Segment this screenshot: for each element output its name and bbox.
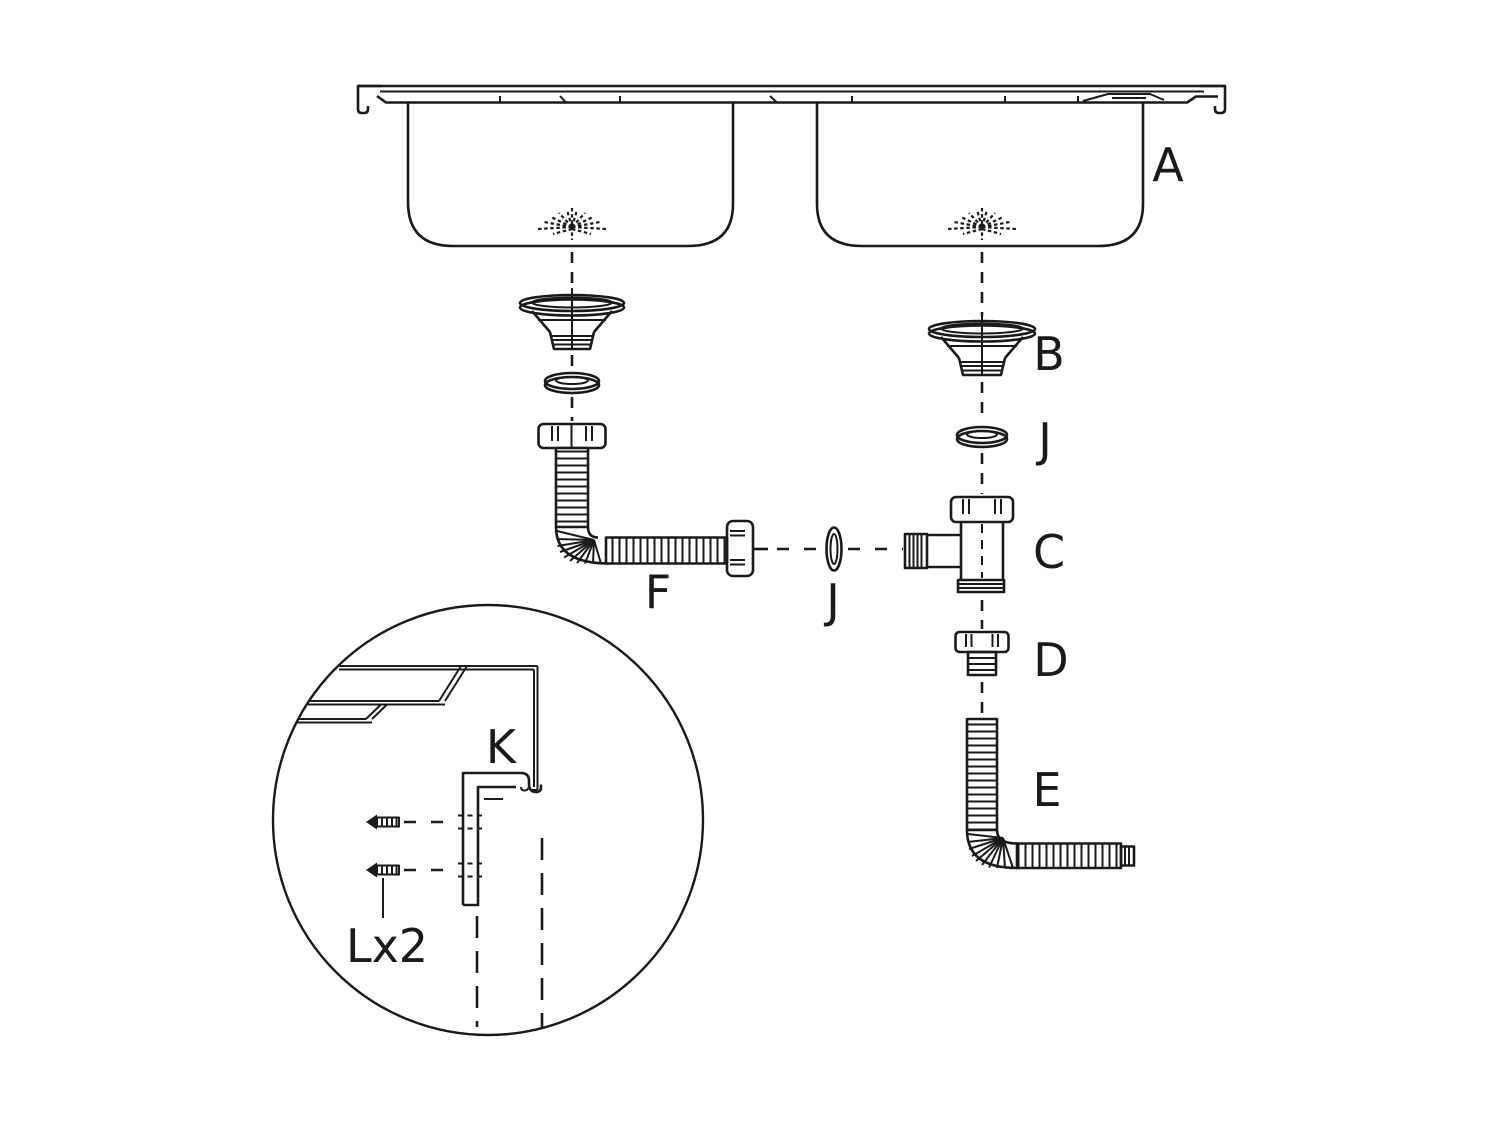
- part-labels: A B J C D E F J K Lx2: [346, 138, 1184, 973]
- tee-c-bottom-thread: [956, 578, 1006, 594]
- rim-left-clip: [356, 84, 382, 115]
- inset-detail: [271, 603, 705, 1037]
- hose-e-end-fitting: [1119, 845, 1136, 867]
- label-nut-d: D: [1033, 633, 1068, 687]
- label-sink-a: A: [1152, 138, 1184, 192]
- elbow-hose-f: [537, 422, 820, 578]
- label-screws-lx2: Lx2: [346, 919, 428, 973]
- label-clip-k: K: [486, 720, 518, 774]
- right-bowl: [815, 102, 1145, 248]
- lock-nut-d: [954, 630, 1010, 714]
- left-drain-opening: [536, 206, 608, 242]
- label-hose-f: F: [645, 565, 671, 619]
- label-strainer-b: B: [1033, 327, 1065, 381]
- inset-circle: [271, 603, 705, 1037]
- hose-f-elbow: [556, 530, 602, 564]
- label-hose-e: E: [1032, 763, 1061, 817]
- label-tee-c: C: [1033, 525, 1065, 579]
- left-bowl: [406, 102, 735, 248]
- gasket-left-bowl: [543, 371, 601, 421]
- counter-section: [297, 665, 538, 724]
- mounting-clip-k: [458, 771, 543, 907]
- hose-f-union-nut: [725, 519, 755, 578]
- screw-1: [366, 814, 400, 830]
- sink-double-bowl: [356, 84, 1227, 316]
- tee-fitting-c: [903, 495, 1015, 629]
- rim-ledge-detail: [1082, 93, 1165, 102]
- diagram-linework: [271, 84, 1227, 1037]
- tee-c-side-thread: [903, 532, 929, 570]
- hose-e-elbow: [967, 833, 1014, 869]
- gasket-j-horizontal: [825, 526, 903, 572]
- screw-2: [366, 862, 400, 878]
- label-gasket-j-left: J: [823, 574, 840, 628]
- rim-right-clip: [1200, 84, 1227, 115]
- outlet-hose-e: [965, 717, 1136, 870]
- tee-c-nut: [949, 495, 1015, 524]
- right-drain-opening: [946, 206, 1018, 242]
- gasket-j-right-column: [955, 425, 1009, 494]
- label-gasket-j-right: J: [1035, 413, 1052, 467]
- strainer-b: [927, 314, 1037, 421]
- strainer-left-bowl: [518, 288, 626, 372]
